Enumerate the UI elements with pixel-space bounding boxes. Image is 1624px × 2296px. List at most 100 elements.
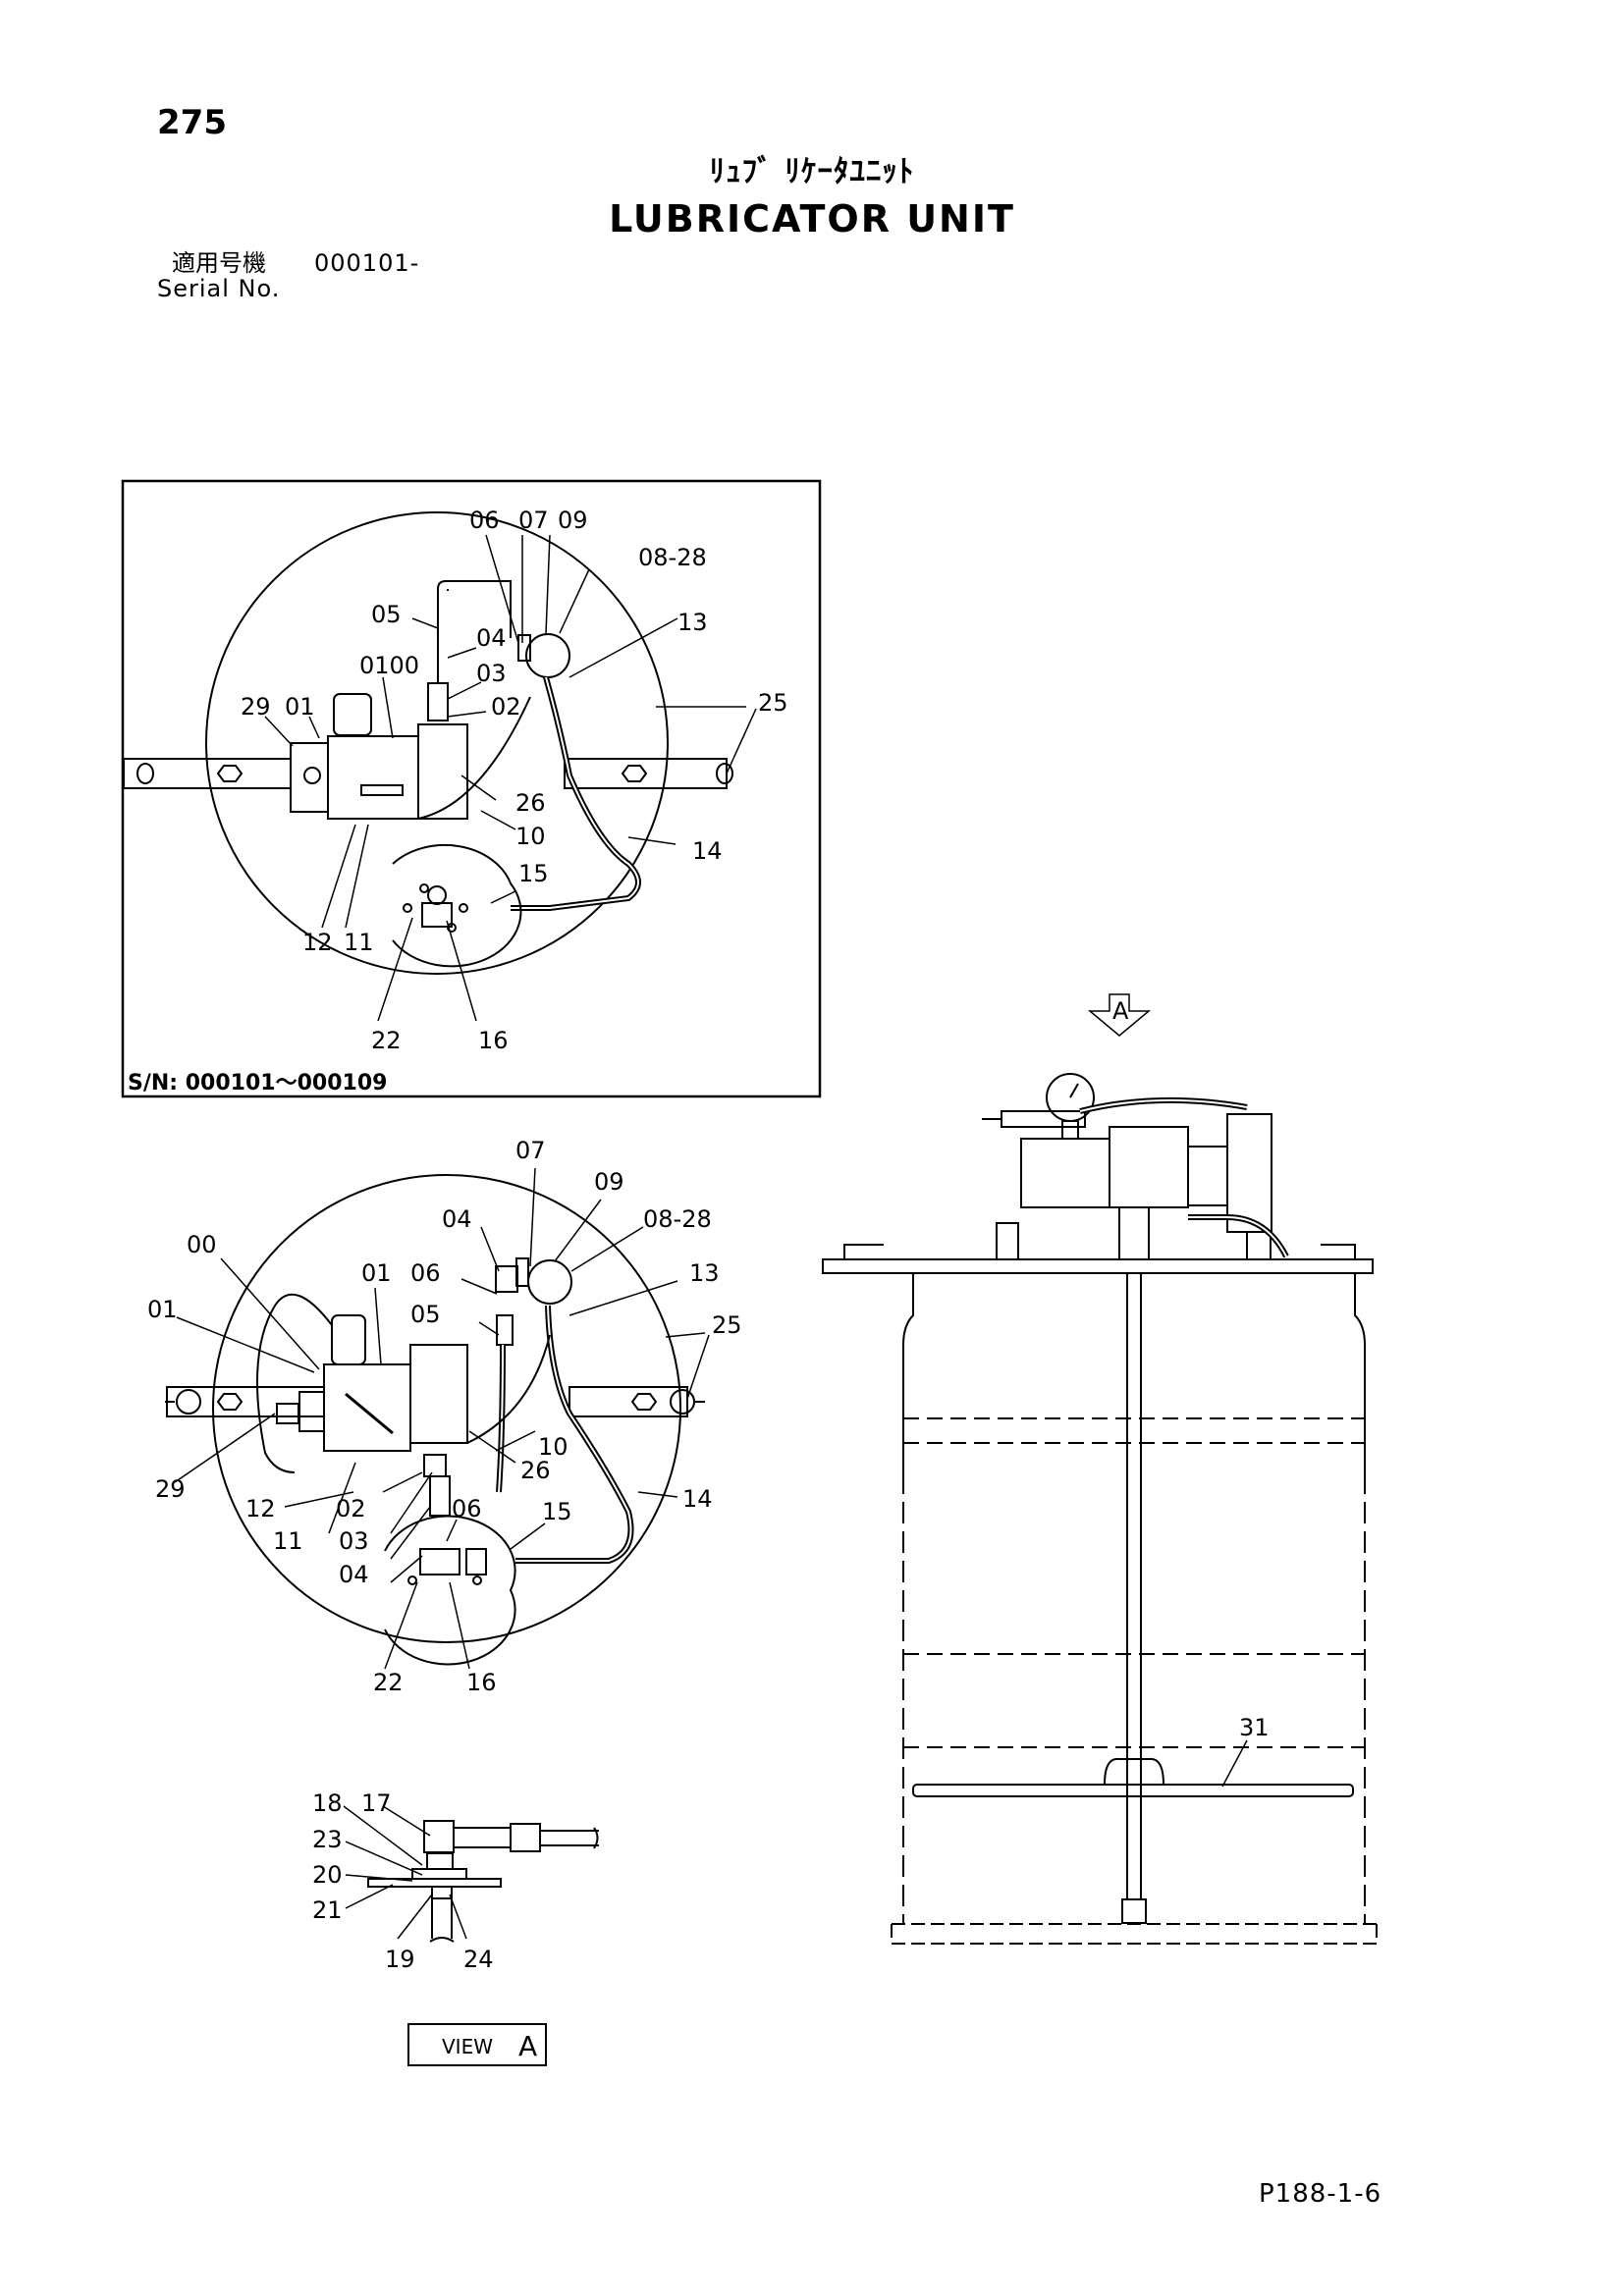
detail-label-21: 21	[312, 1896, 343, 1924]
inset-bolt-left	[216, 765, 244, 782]
main-label-29: 29	[155, 1475, 186, 1503]
inset-label-07: 07	[518, 507, 549, 534]
main-label-04: 04	[442, 1205, 472, 1233]
inset-label-25: 25	[758, 689, 788, 717]
main-wire	[256, 1293, 333, 1473]
detail-label-17: 17	[361, 1789, 392, 1817]
view-arrow-a	[1087, 993, 1152, 1037]
main-label-00: 00	[187, 1231, 217, 1258]
main-label-11: 11	[273, 1527, 303, 1555]
main-label-07: 07	[515, 1137, 546, 1164]
main-drum-circle	[212, 1174, 681, 1643]
detail-label-23: 23	[312, 1826, 343, 1853]
main-motor	[331, 1314, 366, 1365]
main-label-01-top: 01	[361, 1259, 392, 1287]
inset-drum-circle	[205, 511, 669, 975]
main-top-view: 07 09 04 08-28 00 01 06 13 01 05 25 10 2…	[147, 1137, 742, 1696]
inset-pump-plate	[360, 784, 404, 796]
page-title: LUBRICATOR UNIT	[609, 197, 1015, 240]
inset-label-29: 29	[241, 693, 271, 721]
inset-label-02: 02	[491, 693, 521, 721]
inset-valve	[517, 634, 531, 662]
main-label-06-top: 06	[410, 1259, 441, 1287]
main-label-05: 05	[410, 1301, 441, 1328]
follower-plate	[912, 1784, 1354, 1797]
inset-fitting	[303, 767, 321, 784]
inset-label-10: 10	[515, 823, 546, 850]
inset-label-11: 11	[344, 929, 374, 956]
inset-label-13: 13	[677, 609, 708, 636]
main-labels: 07 09 04 08-28 00 01 06 13 01 05 25 10 2…	[147, 1137, 742, 1696]
main-leaders	[174, 1167, 710, 1670]
inset-label-0100: 0100	[359, 652, 419, 679]
main-label-08-28: 08-28	[643, 1205, 712, 1233]
drum-motor	[1020, 1138, 1110, 1208]
inset-label-05: 05	[371, 601, 402, 628]
main-valve-block	[409, 1344, 468, 1444]
main-pump-body	[323, 1363, 411, 1452]
page-code: P188-1-6	[1259, 2179, 1382, 2209]
inset-pump-body	[327, 735, 419, 820]
main-label-25: 25	[712, 1311, 742, 1339]
drum-side-view: A 31	[822, 993, 1378, 1945]
inset-pipe-05	[437, 580, 512, 683]
view-letter: A	[518, 2030, 537, 2062]
inset-gauge	[525, 633, 570, 678]
main-label-09: 09	[594, 1168, 624, 1196]
inset-leaders	[264, 534, 757, 1022]
detail-labels: 18 17 23 20 21 19 24	[312, 1789, 494, 1973]
drum-pump-body	[1109, 1126, 1189, 1208]
detail-label-20: 20	[312, 1861, 343, 1889]
drum-walls	[902, 1472, 1366, 1924]
inset-label-09: 09	[558, 507, 588, 534]
main-label-22: 22	[373, 1669, 404, 1696]
main-label-14: 14	[682, 1485, 713, 1513]
main-label-06-bottom: 06	[452, 1495, 482, 1522]
main-clamp-right	[670, 1389, 695, 1415]
page-number: 275	[157, 103, 227, 142]
detail-label-24: 24	[463, 1946, 494, 1973]
main-label-26: 26	[520, 1457, 551, 1484]
inset-label-08-28: 08-28	[638, 544, 707, 571]
inset-label-15: 15	[518, 860, 549, 887]
view-a-box	[407, 2023, 547, 2066]
inset-label-12: 12	[302, 929, 333, 956]
inset-pump-end	[290, 742, 329, 813]
inset-hose-10	[417, 696, 531, 820]
main-label-02: 02	[336, 1495, 366, 1522]
inset-label-01: 01	[285, 693, 315, 721]
inset-motor	[333, 693, 372, 736]
inset-label-06: 06	[469, 507, 500, 534]
inset-label-03: 03	[476, 660, 507, 687]
inset-label-16: 16	[478, 1027, 509, 1054]
main-bar-right	[568, 1386, 688, 1417]
serial-label-japanese: 適用号機	[172, 249, 266, 277]
main-gauge	[527, 1259, 572, 1305]
detail-label-18: 18	[312, 1789, 343, 1817]
inset-view: 06 07 09 08-28 05 13 04 0100 03 29 01 02…	[121, 479, 822, 1098]
drum-valve-block	[1226, 1113, 1272, 1233]
main-clamp-left	[176, 1389, 201, 1415]
drum-lid	[822, 1258, 1374, 1274]
main-fitting-base	[384, 1515, 516, 1666]
inset-caption: S/N: 000101～000109	[128, 1071, 387, 1095]
detail-leaders	[343, 1805, 467, 1940]
detail-label-19: 19	[385, 1946, 415, 1973]
view-arrow-letter: A	[1112, 997, 1129, 1025]
main-label-13: 13	[689, 1259, 720, 1287]
view-label: VIEW	[442, 2035, 493, 2058]
main-label-16: 16	[466, 1669, 497, 1696]
inset-coupling	[427, 682, 449, 721]
main-label-01-left: 01	[147, 1296, 178, 1323]
serial-value: 000101-	[314, 249, 420, 277]
main-label-04-bottom: 04	[339, 1561, 369, 1588]
title-japanese: ﾘｭﾌﾞ ﾘｹｰﾀﾕﾆｯﾄ	[709, 154, 915, 189]
inset-label-26: 26	[515, 789, 546, 817]
inset-bolt-right	[621, 765, 648, 782]
inset-clamp-left	[136, 763, 154, 784]
inset-clamp-right	[716, 763, 733, 784]
drum-label-31: 31	[1239, 1714, 1270, 1741]
inset-labels: 06 07 09 08-28 05 13 04 0100 03 29 01 02…	[128, 507, 788, 1095]
main-hose-10	[466, 1334, 551, 1444]
